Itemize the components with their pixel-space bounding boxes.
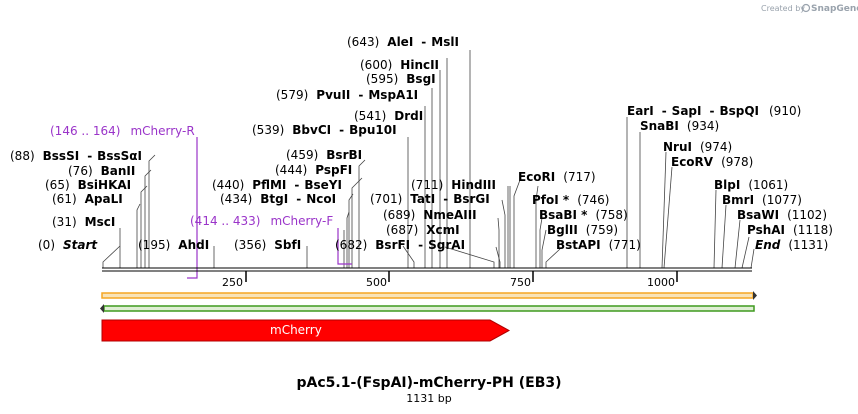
- site-label-snabi[interactable]: SnaBI(934): [640, 119, 719, 133]
- site-label-bstapi[interactable]: BstAPI(771): [556, 238, 641, 252]
- site-label-pshai[interactable]: PshAI(1118): [747, 223, 833, 237]
- site-label-bsabi[interactable]: BsaBI *(758): [539, 208, 628, 222]
- site-label-btgi[interactable]: (434)BtgI-NcoI: [220, 192, 336, 206]
- site-label-sbfi[interactable]: (356)SbfI: [234, 238, 301, 252]
- feature-mcherry-label: mCherry: [270, 323, 322, 337]
- site-label-banii[interactable]: (76)BanII: [68, 164, 135, 178]
- site-label-bsgi[interactable]: (595)BsgI: [366, 72, 436, 86]
- site-label-bsrfi[interactable]: (682)BsrFI-SgrAI: [335, 238, 465, 252]
- site-label-drdi[interactable]: (541)DrdI: [354, 109, 423, 123]
- site-label-xcmi[interactable]: (687)XcmI: [386, 223, 460, 237]
- site-label-bbvci[interactable]: (539)BbvCI-Bpu10I: [252, 123, 397, 137]
- feature-mcherry[interactable]: mCherry: [101, 319, 511, 342]
- scale-ticks: [245, 271, 678, 282]
- scale-tick-500: 500: [366, 276, 387, 289]
- site-label-pflmi[interactable]: (440)PflMI-BseYI: [212, 178, 342, 192]
- site-label-bsawi[interactable]: BsaWI(1102): [737, 208, 827, 222]
- scale-tick-750: 750: [510, 276, 531, 289]
- map-subtitle: 1131 bp: [406, 392, 451, 405]
- credit-brand: SnapGene: [811, 4, 858, 14]
- site-label-bsssi[interactable]: (88)BssSI-BssSαI: [10, 149, 142, 163]
- site-label-hindiii[interactable]: (711)HindIII: [411, 178, 496, 192]
- site-label-pfoi[interactable]: PfoI *(746): [532, 193, 609, 207]
- site-label-pvuii[interactable]: (579)PvuII-MspA1I: [276, 88, 418, 102]
- site-label-tati[interactable]: (701)TatI-BsrGI: [370, 192, 490, 206]
- site-label-start[interactable]: (0)Start: [38, 238, 98, 252]
- primer-mcherry-r-label[interactable]: (146 .. 164)mCherry-R: [50, 124, 195, 138]
- site-label-nmeaiii[interactable]: (689)NmeAIII: [383, 208, 477, 222]
- site-label-ecorv[interactable]: EcoRV(978): [671, 155, 753, 169]
- site-label-hincii[interactable]: (600)HincII: [360, 58, 439, 72]
- site-label-bmri[interactable]: BmrI(1077): [722, 193, 802, 207]
- site-label-alei[interactable]: (643)AleI-MslI: [347, 35, 459, 49]
- sequence-backbone: [102, 267, 752, 272]
- site-label-blpi[interactable]: BlpI(1061): [714, 178, 788, 192]
- site-label-bsihkai[interactable]: (65)BsiHKAI: [45, 178, 131, 192]
- site-label-bglii[interactable]: BglII(759): [547, 223, 618, 237]
- primer-mcherry-f-marker[interactable]: [337, 228, 352, 265]
- site-label-apali[interactable]: (61)ApaLI: [52, 192, 123, 206]
- primer-mcherry-f-label[interactable]: (414 .. 433)mCherry-F: [190, 214, 333, 228]
- map-title: pAc5.1-(FspAI)-mCherry-PH (EB3): [296, 375, 561, 391]
- snapgene-logo-icon: [801, 3, 811, 13]
- site-label-bsrbi[interactable]: (459)BsrBI: [286, 148, 362, 162]
- site-label-msci[interactable]: (31)MscI: [52, 215, 115, 229]
- site-labels: (643)AleI-MslI (600)HincII (595)BsgI (57…: [10, 35, 833, 252]
- site-label-eari[interactable]: EarI-SapI-BspQI(910): [627, 104, 801, 118]
- scale-tick-1000: 1000: [647, 276, 675, 289]
- site-leader-lines: [102, 50, 755, 269]
- credit-prefix: Created by: [761, 4, 805, 13]
- site-label-ecori[interactable]: EcoRI(717): [518, 170, 596, 184]
- site-label-pspfi[interactable]: (444)PspFI: [275, 163, 352, 177]
- scale-tick-250: 250: [222, 276, 243, 289]
- site-label-ahdi[interactable]: (195)AhdI: [138, 238, 209, 252]
- green-track: [100, 304, 755, 313]
- site-label-nrui[interactable]: NruI(974): [663, 140, 732, 154]
- primer-mcherry-r-marker[interactable]: [187, 137, 198, 279]
- orange-track: [101, 291, 757, 300]
- site-label-end[interactable]: End(1131): [755, 238, 828, 252]
